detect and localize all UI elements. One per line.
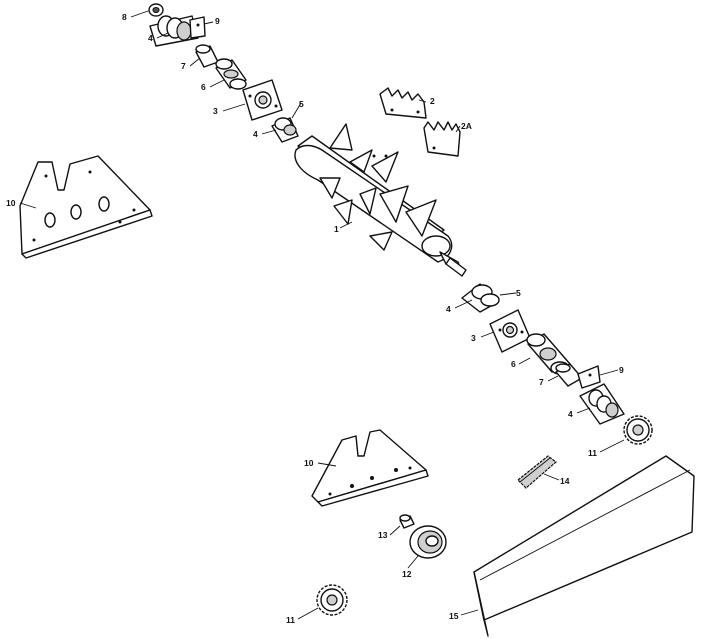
part-9-bracket-top: [189, 16, 206, 39]
callout-8: 8: [122, 12, 127, 22]
callout-13: 13: [378, 530, 388, 540]
callout-12: 12: [402, 569, 412, 579]
part-10-side-plate-left: [19, 155, 153, 259]
leader-lines: [19, 10, 625, 620]
part-2a-paddle-plate: [423, 121, 461, 157]
callout-4-top: 4: [148, 33, 153, 43]
callout-3-top: 3: [213, 106, 218, 116]
part-11-sprocket-lower: [316, 584, 348, 616]
part-2-paddle-plate: [379, 87, 427, 119]
part-12-pulley: [409, 525, 447, 559]
part-7-spacer-top: [195, 44, 219, 68]
part-10-side-plate-lower: [311, 429, 429, 507]
callout-1: 1: [334, 224, 339, 234]
callout-6-lower: 6: [511, 359, 516, 369]
callout-labels: 8 4 9 7 6 3 4 5 2 2A 10 1 4 5 3 6 7 9 4 …: [6, 12, 624, 625]
callout-14: 14: [560, 476, 570, 486]
part-1-auger-shaft: [294, 123, 467, 277]
part-14-drive-chain: [517, 455, 557, 489]
part-11-sprocket-right: [623, 415, 653, 445]
callout-4-shaft: 4: [253, 129, 258, 139]
part-13-pin: [399, 514, 415, 529]
part-8-bearing-cap: [148, 3, 164, 17]
part-6-collar-top: [215, 58, 247, 90]
callout-9-lower: 9: [619, 365, 624, 375]
callout-15: 15: [449, 611, 459, 621]
part-4-bearing-lower: [579, 383, 625, 425]
callout-2: 2: [430, 96, 435, 106]
callout-2a: 2A: [461, 121, 472, 131]
callout-11-right: 11: [588, 448, 597, 458]
callout-7-top: 7: [181, 61, 186, 71]
callout-5-lower: 5: [516, 288, 521, 298]
callout-7-lower: 7: [539, 377, 544, 387]
callout-11-lower: 11: [286, 615, 295, 625]
callout-5-top: 5: [299, 99, 304, 109]
part-5-bearing-insert-lower: [461, 283, 500, 313]
callout-10-left: 10: [6, 198, 16, 208]
part-9-bracket-lower: [577, 365, 601, 389]
callout-4-lower: 4: [446, 304, 451, 314]
part-6-collar-lower: [526, 333, 571, 375]
part-3-flange-plate-top: [242, 79, 283, 121]
callout-9-top: 9: [215, 16, 220, 26]
part-3-flange-plate-lower: [489, 309, 531, 353]
callout-3-lower: 3: [471, 333, 476, 343]
callout-6-top: 6: [201, 82, 206, 92]
part-15-chain-shield: [473, 455, 695, 637]
callout-10-lower: 10: [304, 458, 314, 468]
part-5-bearing-insert-top: [271, 117, 299, 143]
callout-4-bottom: 4: [568, 409, 573, 419]
